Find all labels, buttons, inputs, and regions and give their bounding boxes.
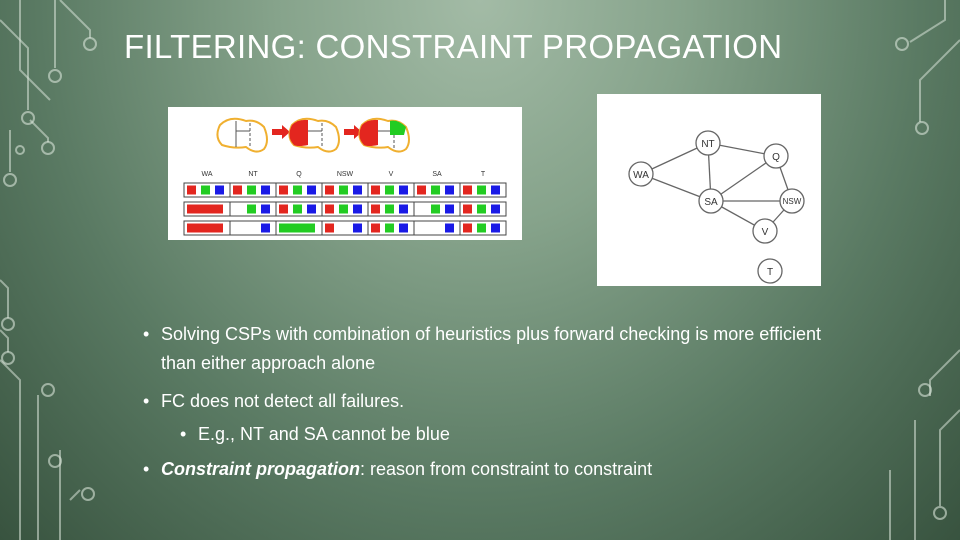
fc-domain-value [201,185,210,195]
fc-row [183,220,507,236]
fc-column-header: Q [296,171,302,178]
fc-domain-value [371,185,380,195]
fc-domain-value [477,204,486,214]
fc-domain-value [431,185,440,195]
fc-domain-value [353,185,362,195]
edge-sa-q [710,155,777,202]
node-label-nt: NT [701,139,714,150]
fc-domain-value [399,223,408,233]
fc-domain-value [307,204,316,214]
bullet-1-text: Solving CSPs with combination of heurist… [161,324,821,373]
fc-domain-value [187,185,196,195]
node-v [752,218,778,244]
arrow-2 [344,125,362,139]
fc-domain-value [371,204,380,214]
bullet-2-sub-text: E.g., NT and SA cannot be blue [198,424,450,444]
fc-domain-value [491,223,500,233]
node-t [757,258,783,284]
fc-domain-value [339,185,348,195]
constraint-graph-figure: NT Q WA SA NSW V T [597,94,821,286]
fc-domain-value [385,204,394,214]
node-q [763,143,789,169]
fc-column-header: V [389,171,394,178]
australia-map-3 [358,117,410,153]
fc-domain-value [491,185,500,195]
australia-map-1 [216,117,268,153]
fc-column-header: NSW [337,171,354,178]
node-label-wa: WA [633,170,649,181]
fc-domain-value [417,185,426,195]
fc-domain-value [279,204,288,214]
fc-domain-value [293,204,302,214]
fc-domain-value [385,223,394,233]
fc-domain-value [399,204,408,214]
bullet-1: • Solving CSPs with combination of heuri… [143,320,843,378]
fc-column-header: NT [248,171,258,178]
fc-domain-value [339,204,348,214]
node-nt [695,130,721,156]
node-label-nsw: NSW [783,197,802,206]
fc-domain-value [463,185,472,195]
fc-column-header: SA [432,171,442,178]
bullet-2-text: FC does not detect all failures. [161,391,405,411]
fc-domain-value [261,223,270,233]
fc-column-header: T [481,171,486,178]
fc-domain-value [385,185,394,195]
node-label-sa: SA [704,197,718,208]
australia-map-2 [288,117,340,153]
fc-domain-value [279,223,315,233]
fc-domain-value [477,223,486,233]
fc-domain-value [187,204,223,214]
node-nsw [779,188,805,214]
fc-domain-value [247,204,256,214]
fc-domain-value [445,223,454,233]
node-label-q: Q [772,152,780,163]
bullet-dot: • [143,324,150,344]
fc-domain-value [293,185,302,195]
fc-domain-value [247,185,256,195]
fc-domain-value [445,185,454,195]
fc-domain-value [261,185,270,195]
forward-checking-figure: WA NT Q NSW V SA T [168,107,522,240]
slide-title: FILTERING: CONSTRAINT PROPAGATION [124,28,783,65]
fc-column-header: WA [201,171,212,178]
fc-domain-value [431,204,440,214]
node-sa [698,188,724,214]
fc-domain-value [399,185,408,195]
fc-domain-value [353,204,362,214]
bullet-3-emphasis: Constraint propagation [161,459,360,479]
fc-domain-value [463,204,472,214]
fc-domain-value [215,185,224,195]
fc-domain-value [279,185,288,195]
fc-domain-value [187,223,223,233]
fc-domain-value [491,204,500,214]
fc-domain-value [261,204,270,214]
fc-domain-value [353,223,362,233]
fc-domain-value [325,185,334,195]
bullet-3-text: : reason from constraint to constraint [360,459,653,479]
bullet-list: • Solving CSPs with combination of heuri… [143,320,843,484]
bullet-dot: • [180,424,187,444]
bullet-3: • Constraint propagation: reason from co… [143,455,843,484]
constraint-graph: NT Q WA SA NSW V T [628,130,805,284]
fc-domain-value [325,223,334,233]
fc-domain-value [307,185,316,195]
node-label-t: T [767,267,773,278]
bullet-dot: • [143,459,150,479]
fc-domain-value [477,185,486,195]
fc-domain-value [445,204,454,214]
bullet-2-sub: • E.g., NT and SA cannot be blue [180,420,843,449]
node-label-v: V [762,227,769,238]
node-wa [628,161,654,187]
arrow-1 [272,125,290,139]
fc-domain-value [325,204,334,214]
bullet-2: • FC does not detect all failures. [143,387,843,416]
fc-domain-value [463,223,472,233]
bullet-dot: • [143,391,150,411]
forward-checking-diagram: WA NT Q NSW V SA T [183,117,507,236]
fc-domain-value [371,223,380,233]
fc-domain-value [233,185,242,195]
